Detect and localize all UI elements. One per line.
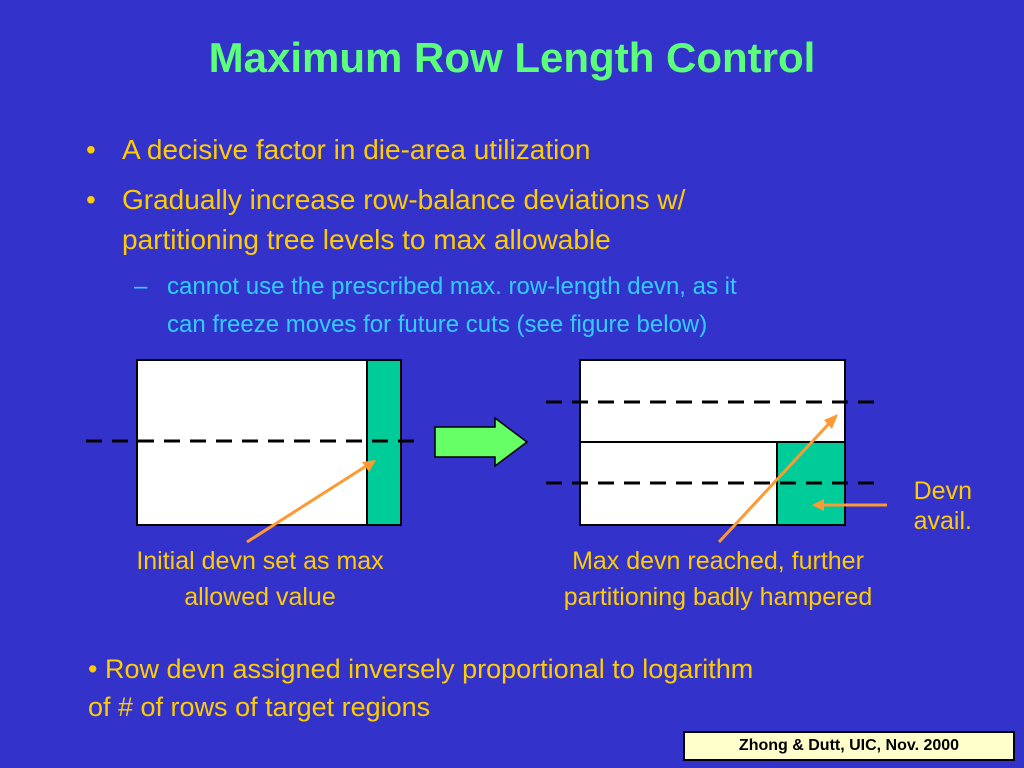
left-figure-caption: Initial devn set as max allowed value [90, 543, 430, 615]
right-figure-caption: Max devn reached, further partitioning b… [508, 543, 928, 615]
left-caption-line-2: allowed value [184, 583, 336, 611]
left-caption-line-1: Initial devn set as max [136, 547, 384, 575]
note-line-2: of # of rows of target regions [88, 692, 431, 722]
slide-title: Maximum Row Length Control [208, 34, 816, 81]
sub-bullet: – cannot use the prescribed max. row-len… [134, 270, 994, 340]
bullet-2-line-1: Gradually increase row-balance deviation… [122, 184, 686, 215]
devn-avail-line-1: Devn [913, 477, 972, 505]
transition-arrow-icon [434, 416, 529, 468]
footer-citation: Zhong & Dutt, UIC, Nov. 2000 [683, 731, 1015, 761]
right-caption-line-1: Max devn reached, further [572, 547, 864, 575]
max-devn-pointer-head [824, 414, 838, 429]
devn-avail-line-2: avail. [913, 507, 972, 535]
devn-avail-pointer-head [812, 499, 824, 511]
bullet-2-line-2: partitioning tree levels to max allowabl… [122, 224, 611, 255]
bullet-2: • Gradually increase row-balance deviati… [86, 181, 986, 261]
initial-devn-pointer-head [362, 460, 376, 472]
sub-bullet-marker: – [134, 273, 148, 300]
sub-bullet-line-2: can freeze moves for future cuts (see fi… [167, 311, 708, 338]
max-devn-pointer [717, 414, 838, 544]
initial-devn-pointer [246, 459, 375, 544]
devn-avail-label: Devn avail. [880, 476, 972, 536]
sub-bullet-line-1: cannot use the prescribed max. row-lengt… [167, 273, 737, 300]
right-caption-line-2: partitioning badly hampered [563, 583, 873, 611]
note-line-1: • Row devn assigned inversely proportion… [88, 654, 754, 684]
row-devn-note: • Row devn assigned inversely proportion… [88, 650, 988, 726]
bullet-marker: • [86, 184, 96, 215]
bullet-marker: • [86, 134, 96, 165]
bullet-1-text: A decisive factor in die-area utilizatio… [122, 134, 591, 165]
